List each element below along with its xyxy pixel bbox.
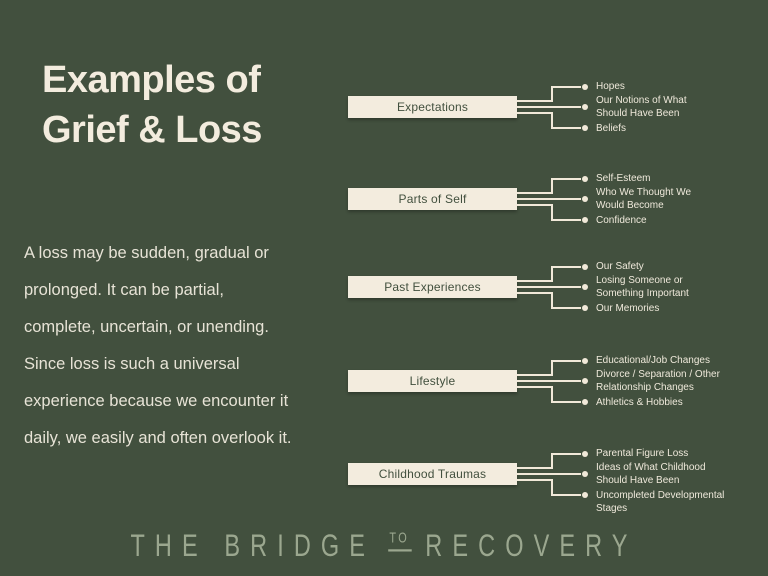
category-label: Parts of Self [398,192,467,206]
branch-item: Divorce / Separation / Other Relationshi… [596,369,720,393]
branch-item: Educational/Job Changes [596,355,710,366]
brand-logo: THE BRIDGE TO RECOVERY [61,528,706,564]
category-box: Expectations [348,96,517,118]
branch-item: Parental Figure Loss [596,448,689,459]
category-box: Past Experiences [348,276,517,298]
branch-item: Athletics & Hobbies [596,397,683,408]
page-title: Examples of Grief & Loss [42,59,262,151]
connector-lines [517,264,588,311]
branch-item: Self-Esteem [596,173,651,184]
category-label: Past Experiences [384,280,481,294]
category-box: Parts of Self [348,188,517,210]
category-label: Lifestyle [409,374,456,388]
diagram-section-lifestyle: Lifestyle Educational/Job Changes Divorc… [348,346,758,428]
category-label: Childhood Traumas [378,467,487,481]
category-box: Lifestyle [348,370,517,392]
category-box: Childhood Traumas [348,463,517,485]
branch-item: Our Safety [596,261,644,272]
branch-item: Beliefs [596,123,627,134]
diagram-section-childhood-traumas: Childhood Traumas Parental Figure Loss I… [348,439,758,521]
category-label: Expectations [396,100,469,114]
branch-item: Confidence [596,215,647,226]
connector-lines [517,84,588,131]
branch-item: Our Memories [596,303,660,314]
diagram-section-past-experiences: Past Experiences Our Safety Losing Someo… [348,252,758,334]
logo-text-recovery: RECOVERY [425,528,638,563]
connector-lines [517,358,588,405]
branch-item: Hopes [596,81,625,92]
connector-lines [517,176,588,223]
branch-item: Ideas of What Childhood Should Have Been [596,462,706,486]
branch-item: Uncompleted Developmental Stages [596,490,725,514]
logo-text-the-bridge: THE BRIDGE [130,528,376,563]
diagram-section-parts-of-self: Parts of Self Self-Esteem Who We Thought… [348,164,758,246]
diagram-section-expectations: Expectations Hopes Our Notions of What S… [348,72,758,154]
connector-lines [517,451,588,498]
logo-text-to: TO [388,529,412,552]
intro-paragraph: A loss may be sudden, gradual or prolong… [24,244,292,447]
branch-item: Our Notions of What Should Have Been [596,95,687,119]
branch-item: Who We Thought We Would Become [596,187,692,211]
branch-item: Losing Someone or Something Important [596,275,689,299]
